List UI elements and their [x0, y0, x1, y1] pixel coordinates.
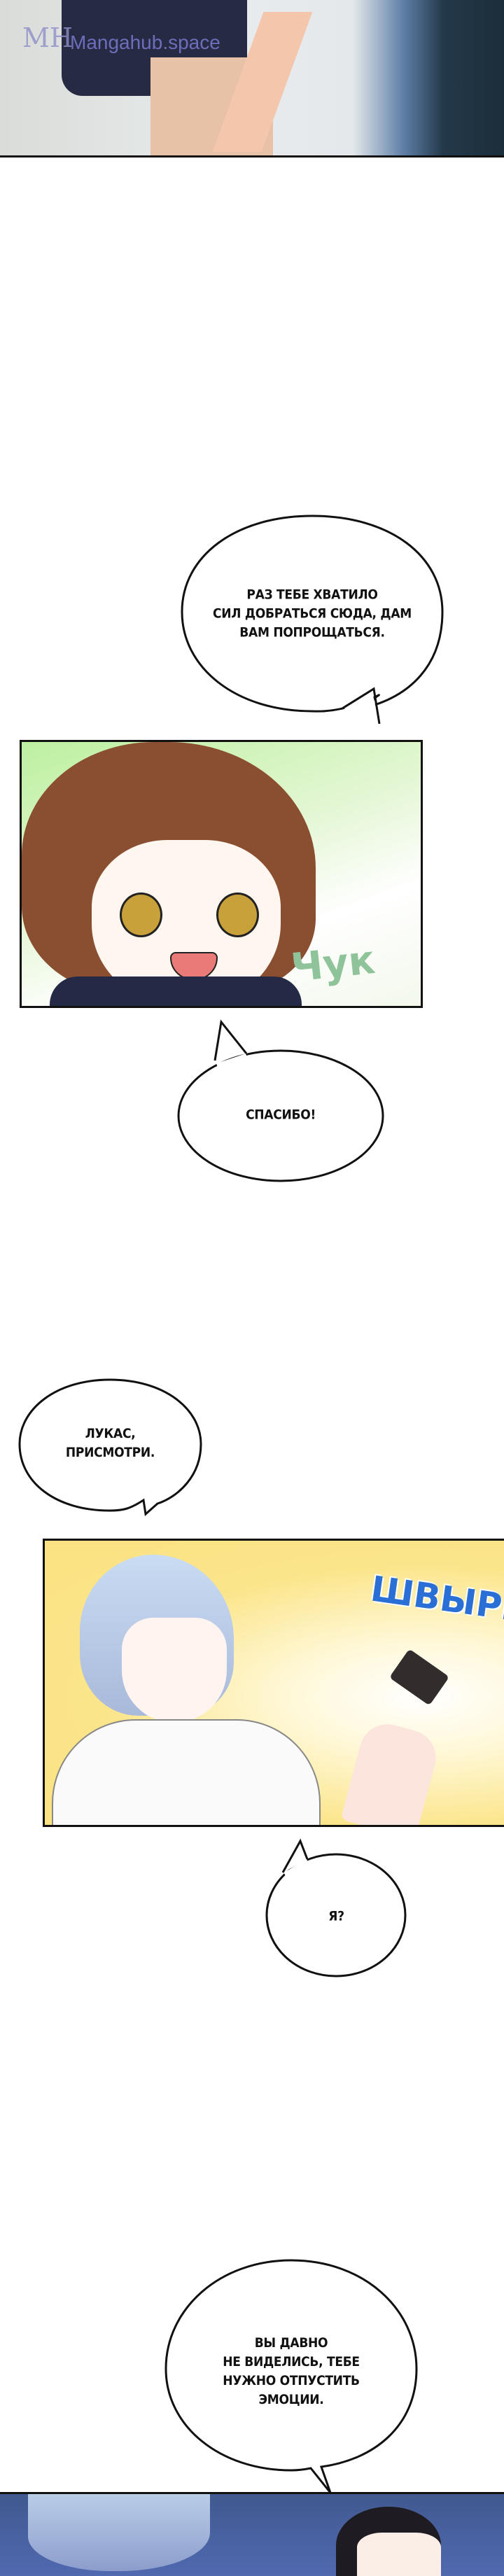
- lucas-back-hair: [28, 2494, 210, 2571]
- bubble-shape: [265, 1838, 407, 1977]
- sfx-girl: Чук: [288, 937, 377, 992]
- lucas-face: [122, 1618, 227, 1723]
- speech-bubble-2: СПАСИБО!: [176, 1019, 385, 1183]
- panel-top: MH Mangahub.space: [0, 0, 504, 158]
- girl-eye-right: [216, 892, 259, 937]
- panel-lucas: ШВЫРЬ: [43, 1539, 504, 1827]
- watermark-logo: MH: [22, 22, 74, 53]
- bubble-shape: [177, 1019, 384, 1182]
- girl-shirt: [50, 976, 302, 1006]
- girl-eye-left: [120, 892, 162, 937]
- card-object: [388, 1648, 450, 1706]
- speech-bubble-4: Я?: [265, 1838, 407, 1978]
- bubble-text: СПАСИБО!: [246, 1107, 316, 1123]
- lucas-shirt: [52, 1719, 321, 1825]
- woman-face: [357, 2533, 441, 2576]
- lucas-hand: [340, 1718, 442, 1825]
- bubble-text: ЛУКАС,ПРИСМОТРИ.: [65, 1426, 155, 1461]
- bubble-shape: [181, 514, 444, 724]
- panel-bottom: [0, 2492, 504, 2576]
- watermark-text: Mangahub.space: [70, 31, 220, 53]
- bubble-text: Я?: [328, 1908, 344, 1924]
- panel-girl: Чук: [20, 740, 423, 1008]
- bubble-shape: [18, 1378, 202, 1516]
- sfx-lucas: ШВЫРЬ: [368, 1568, 504, 1631]
- speech-bubble-3: ЛУКАС,ПРИСМОТРИ.: [18, 1378, 203, 1521]
- bubble-shape: [164, 2259, 418, 2493]
